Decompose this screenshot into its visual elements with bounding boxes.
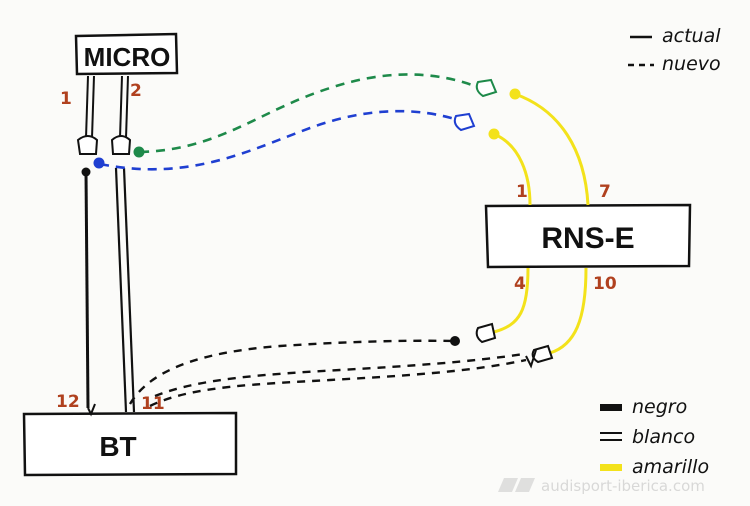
pin-rns-1: 1	[516, 182, 528, 202]
micro-box-outline	[74, 32, 179, 76]
rns-label: RNS-E	[541, 222, 634, 255]
bt-label: BT	[99, 431, 136, 462]
bt-micro-wires	[84, 167, 136, 417]
yellow-dot-top	[509, 88, 521, 100]
legend-negro-swatch	[600, 404, 622, 411]
wire-yellow-pin1	[493, 132, 532, 206]
green-connector	[475, 78, 498, 98]
blue-wire-dot	[93, 157, 105, 169]
legend-lines: actual nuevo	[628, 25, 721, 75]
wire-yellow-pin10	[549, 267, 588, 355]
micro-wire-2b	[125, 75, 129, 139]
watermark-logo-icon	[498, 478, 518, 492]
green-wire-dot	[133, 146, 145, 158]
micro-connectors	[76, 135, 132, 155]
pin12-arrow	[87, 403, 96, 417]
wire-yellow-pin4	[493, 267, 530, 334]
legend-actual: actual	[662, 25, 721, 47]
blue-connector	[453, 112, 476, 132]
bt-wire-end-dot	[81, 167, 91, 177]
wire-blanco-bt11-b	[122, 167, 136, 413]
rns-box: RNS-E	[484, 203, 692, 269]
watermark-logo-icon-2	[515, 478, 535, 492]
legend-colors: negro blanco amarillo	[600, 396, 709, 478]
wire-black-dashed-3	[154, 352, 525, 398]
micro-connector-2	[110, 135, 132, 155]
pin-micro-2: 2	[130, 81, 142, 101]
pin-rns-7: 7	[599, 182, 611, 202]
yellow-wires	[493, 92, 590, 355]
yellow-dot-mid	[488, 128, 500, 140]
wire-blue-dashed	[99, 109, 459, 171]
watermark: audisport-iberica.com	[498, 477, 705, 495]
legend-nuevo: nuevo	[662, 53, 721, 75]
pin-bt-12: 12	[56, 392, 80, 412]
wire-black-dashed-2	[149, 358, 527, 408]
wire-green-dashed	[139, 73, 481, 154]
watermark-text: audisport-iberica.com	[541, 477, 705, 495]
micro-wire-2a	[119, 75, 123, 139]
micro-label: MICRO	[84, 42, 171, 72]
bt-box: BT	[22, 411, 238, 477]
bt-box-outline	[22, 411, 238, 477]
micro-wire-1a	[85, 75, 89, 139]
legend-amarillo-swatch	[600, 464, 622, 471]
nuevo-colored-wires	[99, 73, 481, 171]
pin-rns-4: 4	[514, 274, 526, 294]
wire-blanco-bt11-a	[114, 167, 128, 413]
nuevo-colored-connectors	[453, 78, 498, 132]
micro-wires	[85, 75, 129, 139]
legend-blanco: blanco	[632, 426, 695, 448]
wire-yellow-pin7	[514, 92, 590, 206]
wire-black-dashed-1	[128, 339, 455, 405]
pin-numbers: 1 2 1 7 4 10 12 11	[56, 81, 617, 414]
micro-wire-1b	[91, 75, 95, 139]
pin-micro-1: 1	[60, 89, 72, 109]
black-wire-arrow	[525, 349, 537, 369]
connector-rns4	[475, 322, 497, 344]
pin-rns-10: 10	[593, 274, 617, 294]
rns-box-outline	[484, 203, 692, 269]
black-wire-dot	[450, 336, 460, 346]
nuevo-black-wires	[128, 339, 527, 408]
micro-connector-1	[76, 135, 99, 155]
legend-amarillo: amarillo	[632, 456, 709, 478]
pin-bt-11: 11	[141, 394, 165, 414]
legend-negro: negro	[632, 396, 687, 418]
wire-negro-bt12	[84, 171, 90, 409]
micro-box: MICRO	[74, 32, 179, 76]
